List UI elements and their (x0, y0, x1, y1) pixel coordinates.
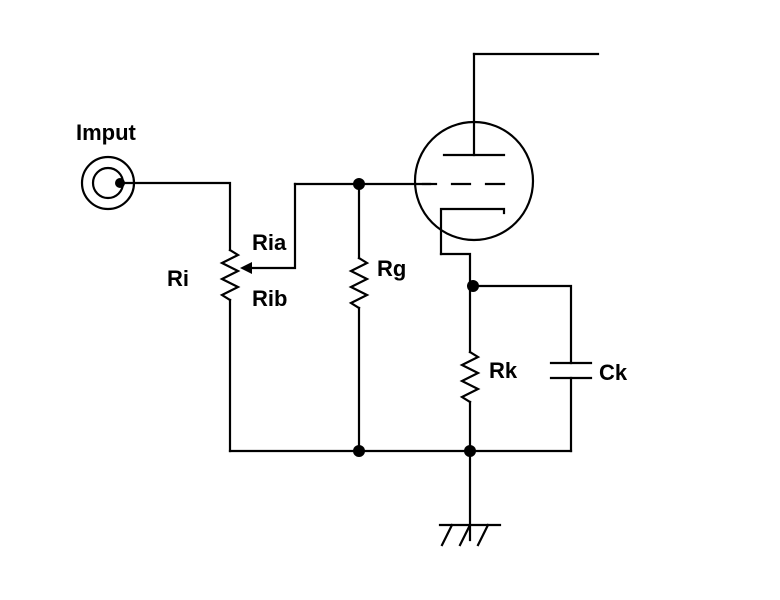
ri-label: Ri (167, 266, 189, 291)
ck-label: Ck (599, 360, 628, 385)
rk-label: Rk (489, 358, 518, 383)
wiper-arrow (240, 182, 297, 274)
ck-top-wire (471, 284, 573, 365)
ri-resistor (219, 248, 241, 302)
input-label: Imput (76, 120, 137, 145)
rg-resistor (348, 256, 370, 310)
ground-node-rk (464, 445, 476, 457)
ria-label: Ria (252, 230, 287, 255)
cathode-wire (439, 252, 472, 288)
rg-label: Rg (377, 256, 406, 281)
ck-capacitor (549, 361, 593, 380)
rib-label: Rib (252, 286, 287, 311)
ground-icon (438, 523, 502, 547)
ground-node-rg (353, 445, 365, 457)
input-wire (118, 181, 232, 252)
rk-resistor (459, 350, 481, 404)
triode-tube-icon (413, 52, 535, 256)
